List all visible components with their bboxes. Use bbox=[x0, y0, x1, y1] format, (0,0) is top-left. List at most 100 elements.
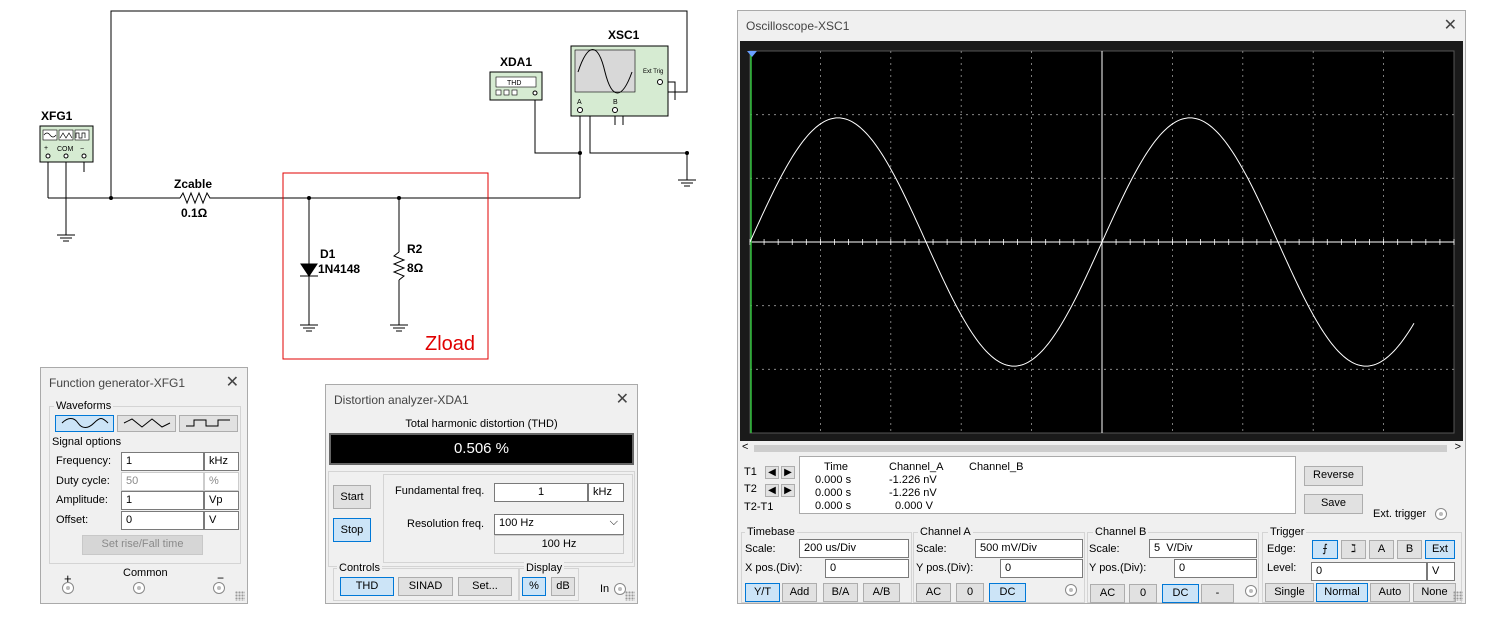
t1-left-arrow-icon[interactable]: ◀ bbox=[765, 466, 779, 479]
ab-mode-button[interactable]: A/B bbox=[863, 583, 900, 602]
stop-button[interactable]: Stop bbox=[333, 518, 371, 542]
t2-right-arrow-icon[interactable]: ▶ bbox=[781, 484, 795, 497]
amplitude-input[interactable]: 1 bbox=[121, 491, 204, 510]
ext-trigger-radio[interactable] bbox=[1435, 508, 1447, 520]
xfg1-label: XFG1 bbox=[41, 109, 73, 123]
offset-label: Offset: bbox=[56, 514, 89, 526]
fundamental-freq-unit[interactable]: kHz bbox=[588, 483, 624, 502]
thd-mode-button[interactable]: THD bbox=[340, 577, 394, 596]
channel-b-minus-button[interactable]: - bbox=[1201, 584, 1234, 603]
minus-terminal-label: − bbox=[217, 571, 225, 585]
time-header: Time bbox=[824, 461, 849, 473]
resize-grip-icon[interactable] bbox=[1453, 591, 1463, 601]
resolution-freq-select[interactable]: 100 Hz ⌵ bbox=[494, 514, 624, 535]
channel-a-terminal-radio[interactable] bbox=[1065, 584, 1077, 596]
timebase-scale-input[interactable]: 200 us/Div bbox=[799, 539, 909, 558]
add-mode-button[interactable]: Add bbox=[782, 583, 817, 602]
waveforms-group bbox=[49, 406, 241, 564]
trigger-a-button[interactable]: A bbox=[1369, 540, 1394, 559]
channel-b-ac-button[interactable]: AC bbox=[1090, 584, 1125, 603]
scrollbar-thumb[interactable] bbox=[754, 445, 1447, 452]
resolution-freq-selected: 100 Hz bbox=[499, 517, 534, 529]
scroll-right-icon[interactable]: > bbox=[1454, 441, 1461, 453]
t2-left-arrow-icon[interactable]: ◀ bbox=[765, 484, 779, 497]
close-icon[interactable]: ✕ bbox=[1443, 17, 1457, 34]
channel-a-label: Channel A bbox=[918, 526, 973, 538]
sine-wave-button[interactable] bbox=[55, 415, 114, 432]
normal-trigger-button[interactable]: Normal bbox=[1316, 583, 1368, 602]
channel-a-scale-input[interactable]: 500 mV/Div bbox=[975, 539, 1083, 558]
reverse-button[interactable]: Reverse bbox=[1304, 466, 1363, 486]
triangle-wave-button[interactable] bbox=[117, 415, 176, 432]
level-unit[interactable]: V bbox=[1427, 562, 1455, 581]
close-icon[interactable]: ✕ bbox=[615, 391, 629, 408]
fundamental-freq-label: Fundamental freq. bbox=[395, 485, 485, 497]
percent-display-button[interactable]: % bbox=[522, 577, 546, 596]
minus-terminal-radio[interactable] bbox=[213, 582, 225, 594]
scroll-left-icon[interactable]: < bbox=[742, 441, 749, 453]
trigger-label: Trigger bbox=[1268, 526, 1307, 538]
channel-a-ac-button[interactable]: AC bbox=[916, 583, 951, 602]
thd-header: Total harmonic distortion (THD) bbox=[405, 418, 558, 430]
offset-unit[interactable]: V bbox=[204, 511, 239, 530]
set-button[interactable]: Set... bbox=[458, 577, 512, 596]
r2-label: R2 bbox=[407, 242, 423, 256]
oscilloscope-screen[interactable] bbox=[740, 41, 1463, 441]
plus-terminal-radio[interactable] bbox=[62, 582, 74, 594]
horizontal-scrollbar[interactable]: < > bbox=[740, 441, 1463, 455]
channel-b-zero-button[interactable]: 0 bbox=[1129, 584, 1157, 603]
frequency-unit[interactable]: kHz bbox=[204, 452, 239, 471]
level-input[interactable]: 0 bbox=[1311, 562, 1427, 581]
t1-right-arrow-icon[interactable]: ▶ bbox=[781, 466, 795, 479]
d1-part: 1N4148 bbox=[318, 262, 360, 276]
window-title: Oscilloscope-XSC1 bbox=[746, 19, 850, 33]
channel-b-scale-input[interactable]: 5 V/Div bbox=[1149, 539, 1257, 558]
channel-b-dc-button[interactable]: DC bbox=[1162, 584, 1199, 603]
channel-a-header: Channel_A bbox=[889, 461, 944, 473]
circuit-schematic: XFG1 + COM − XDA1 THD XSC1 Ext Trig A B … bbox=[39, 10, 696, 360]
svg-text:A: A bbox=[577, 99, 582, 106]
close-icon[interactable]: ✕ bbox=[225, 374, 239, 391]
svg-text:B: B bbox=[613, 99, 618, 106]
t2-channel-a: -1.226 nV bbox=[889, 487, 937, 499]
function-generator-window: Function generator-XFG1 ✕ Waveforms Sign… bbox=[40, 367, 248, 604]
duty-cycle-input: 50 bbox=[121, 472, 204, 491]
rising-edge-icon[interactable]: ⨍ bbox=[1312, 540, 1338, 559]
resize-grip-icon[interactable] bbox=[625, 591, 635, 601]
xpos-input[interactable]: 0 bbox=[825, 559, 909, 578]
trigger-b-button[interactable]: B bbox=[1397, 540, 1422, 559]
offset-input[interactable]: 0 bbox=[121, 511, 204, 530]
trigger-ext-button[interactable]: Ext bbox=[1425, 540, 1455, 559]
channel-b-terminal-radio[interactable] bbox=[1245, 585, 1257, 597]
triangle-wave-icon bbox=[123, 418, 170, 428]
zcable-label: Zcable bbox=[174, 177, 212, 191]
input-terminal-radio[interactable] bbox=[614, 583, 626, 595]
none-trigger-button[interactable]: None bbox=[1413, 583, 1456, 602]
resize-grip-icon[interactable] bbox=[235, 591, 245, 601]
svg-text:COM: COM bbox=[57, 146, 74, 153]
auto-trigger-button[interactable]: Auto bbox=[1370, 583, 1410, 602]
channel-a-ypos-input[interactable]: 0 bbox=[1000, 559, 1083, 578]
single-trigger-button[interactable]: Single bbox=[1265, 583, 1314, 602]
falling-edge-icon[interactable]: ℷ bbox=[1341, 540, 1366, 559]
xda1-label: XDA1 bbox=[500, 55, 532, 69]
save-button[interactable]: Save bbox=[1304, 494, 1363, 514]
channel-a-dc-button[interactable]: DC bbox=[989, 583, 1026, 602]
db-display-button[interactable]: dB bbox=[551, 577, 575, 596]
amplitude-unit[interactable]: Vp bbox=[204, 491, 239, 510]
fundamental-freq-input[interactable]: 1 bbox=[494, 483, 588, 502]
channel-b-ypos-input[interactable]: 0 bbox=[1174, 559, 1257, 578]
set-rise-fall-button[interactable]: Set rise/Fall time bbox=[82, 535, 203, 555]
ba-mode-button[interactable]: B/A bbox=[823, 583, 858, 602]
common-terminal-radio[interactable] bbox=[133, 582, 145, 594]
chevron-down-icon: ⌵ bbox=[609, 516, 618, 528]
waveforms-label: Waveforms bbox=[54, 400, 114, 412]
square-wave-button[interactable] bbox=[179, 415, 238, 432]
analyzer-settings-group bbox=[328, 471, 635, 567]
yt-mode-button[interactable]: Y/T bbox=[745, 583, 780, 602]
timebase-scale-label: Scale: bbox=[745, 543, 776, 555]
start-button[interactable]: Start bbox=[333, 485, 371, 509]
sinad-mode-button[interactable]: SINAD bbox=[398, 577, 453, 596]
channel-a-zero-button[interactable]: 0 bbox=[956, 583, 984, 602]
frequency-input[interactable]: 1 bbox=[121, 452, 204, 471]
